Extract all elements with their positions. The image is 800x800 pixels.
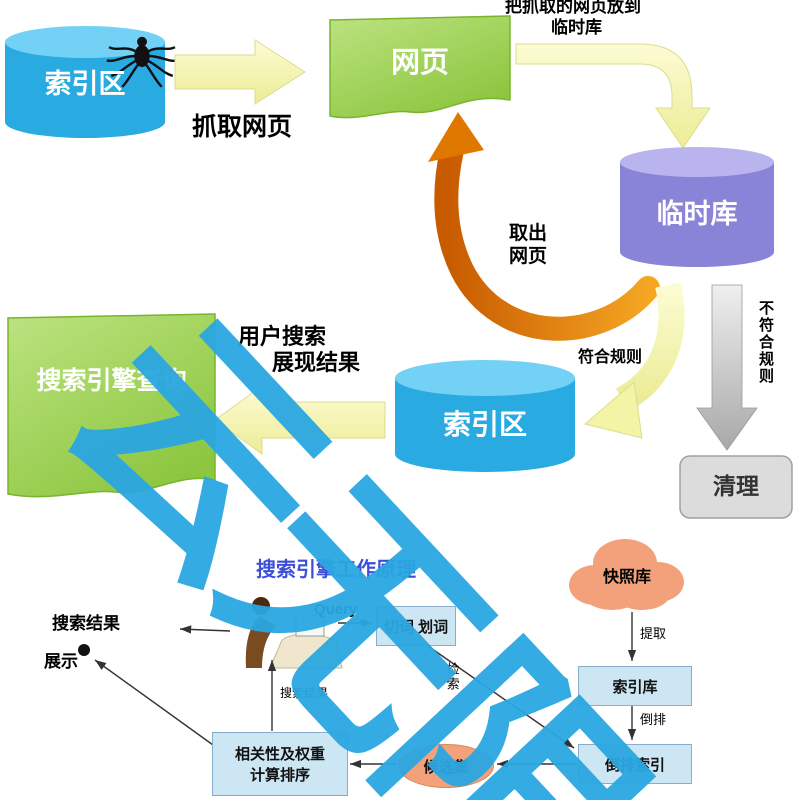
arrow-rule-match bbox=[583, 282, 685, 439]
arrow-crawl bbox=[174, 39, 306, 105]
query-label: Query bbox=[314, 601, 358, 618]
index-box: 索引库 bbox=[578, 666, 692, 706]
inverted-index-box: 倒排索引 bbox=[578, 744, 692, 784]
index-db-label: 索引区 bbox=[442, 409, 527, 440]
snapshot-cloud-shape bbox=[569, 539, 684, 610]
internet-db-label: 索引区 bbox=[44, 69, 126, 99]
results-line2: 展示 bbox=[44, 652, 78, 671]
store-note-line2: 临时库 bbox=[551, 18, 602, 37]
fetch-note-line1: 取出 bbox=[508, 223, 547, 244]
temp-db-cylinder bbox=[620, 147, 774, 267]
return-results-label: 搜索结果 bbox=[280, 686, 329, 700]
extract-label: 提取 bbox=[640, 626, 667, 641]
fetch-note: 取出 网页 bbox=[496, 222, 560, 268]
retrieve-label: 检索 bbox=[444, 662, 460, 692]
candidates-oval: 候选集 bbox=[398, 744, 494, 788]
webpage-label: 网页 bbox=[390, 47, 449, 79]
ranking-box: 相关性及权重 计算排序 bbox=[212, 732, 348, 796]
store-note-line1: 把抓取的网页放到 bbox=[505, 0, 641, 16]
arrow-fetch-back bbox=[428, 112, 660, 341]
bottom-title: 搜索引擎工作原理 bbox=[256, 559, 416, 581]
dot-icon bbox=[78, 644, 90, 656]
query-page-label: 搜索引擎查询 bbox=[36, 367, 187, 395]
clean-label: 清理 bbox=[713, 473, 759, 500]
rule-not-match-label: 不符合规则 bbox=[757, 300, 774, 385]
flow-arrows bbox=[94, 612, 637, 769]
arrow-rule-not-match bbox=[696, 284, 758, 451]
ranking-line1: 相关性及权重 bbox=[234, 746, 325, 763]
person-icon bbox=[245, 597, 343, 669]
webpage-shape bbox=[329, 15, 511, 119]
store-note: 把抓取的网页放到 临时库 bbox=[505, 0, 641, 38]
temp-db-label: 临时库 bbox=[656, 199, 738, 229]
results-label: 搜索结果 展示 bbox=[44, 614, 120, 672]
segmentation-box: 切词 划词 bbox=[376, 606, 456, 646]
arrow-store bbox=[515, 43, 711, 149]
ranking-line2: 计算排序 bbox=[249, 767, 310, 784]
spider-icon bbox=[106, 36, 178, 88]
display-note: 用户搜索 展现结果 bbox=[238, 324, 360, 376]
arrow-to-query bbox=[214, 385, 386, 455]
crawl-arrow-label: 抓取网页 bbox=[192, 113, 293, 141]
display-note-line2: 展现结果 bbox=[272, 350, 361, 375]
rule-match-label: 符合规则 bbox=[578, 349, 643, 366]
clean-box-shape bbox=[679, 455, 793, 519]
query-page-shape bbox=[7, 313, 216, 498]
invert-label: 倒排 bbox=[640, 712, 667, 727]
index-db-cylinder bbox=[395, 360, 575, 472]
fetch-note-line2: 网页 bbox=[508, 246, 547, 267]
display-note-line1: 用户搜索 bbox=[238, 324, 327, 349]
results-line1: 搜索结果 bbox=[52, 614, 120, 633]
snapshot-label: 快照库 bbox=[602, 569, 651, 586]
